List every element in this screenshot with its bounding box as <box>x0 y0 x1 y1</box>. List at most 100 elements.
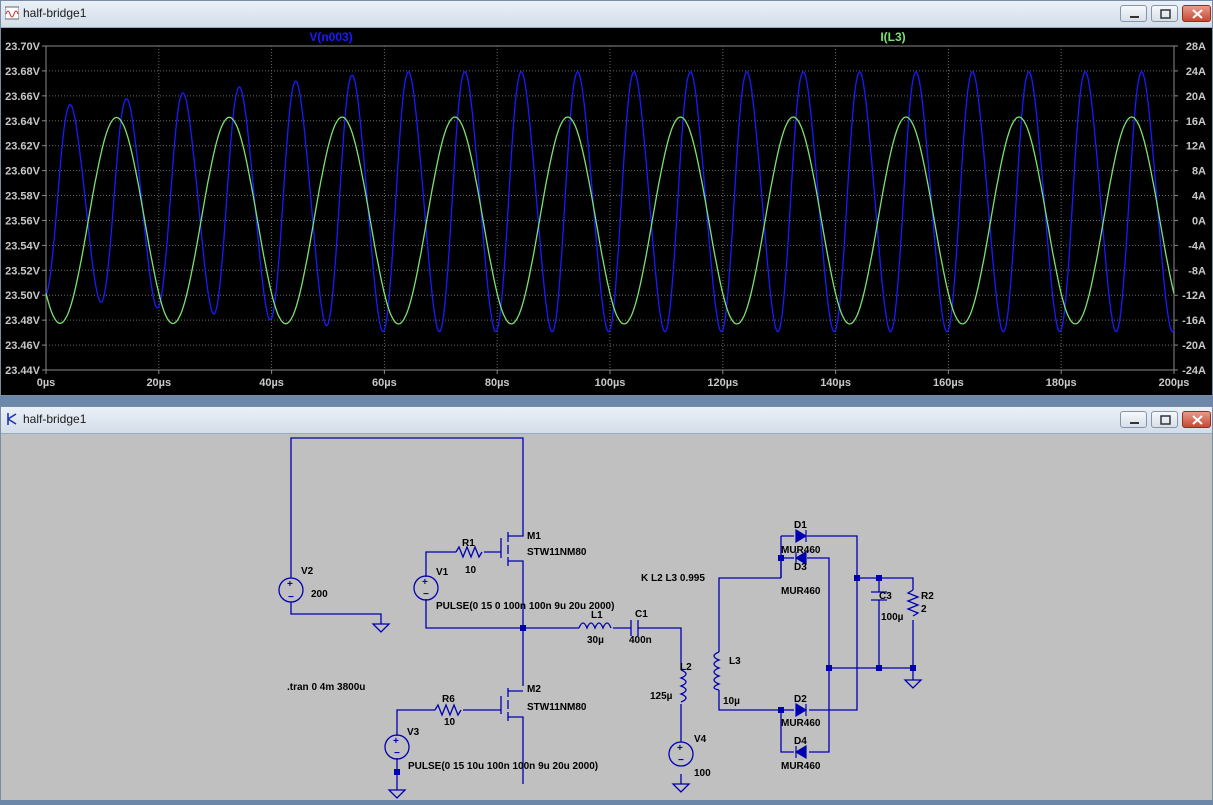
label-d3-ref: D3 <box>794 562 807 573</box>
voltage-source-icon <box>278 577 304 603</box>
x-tick-label: 120µs <box>707 377 738 389</box>
label-v1-value: PULSE(0 15 0 100n 100n 9u 20u 2000) <box>436 601 614 612</box>
wire[interactable] <box>718 577 781 652</box>
capacitor-icon <box>630 620 639 636</box>
series-line-v-n003-[interactable] <box>45 71 1175 333</box>
minimize-icon <box>1130 16 1139 18</box>
resistor-icon <box>455 545 483 559</box>
y-left-tick-label: 23.54V <box>5 240 41 252</box>
inductor-icon <box>578 622 612 630</box>
junction-dot <box>778 555 784 561</box>
restore-button[interactable] <box>1151 5 1178 22</box>
label-l2-ref: L2 <box>680 662 692 673</box>
series-line-i-l3-[interactable] <box>45 116 1175 325</box>
label-v3-value: PULSE(0 15 10u 100n 100n 9u 20u 2000) <box>408 761 598 772</box>
svg-text:−: − <box>423 589 429 600</box>
waveform-window[interactable]: half-bridge1 23.70V 28A 23.68V 24A 23.66V 20A… <box>0 0 1213 396</box>
window-gap <box>0 396 1213 406</box>
restore-icon <box>1160 9 1171 19</box>
minimize-button[interactable] <box>1120 411 1147 428</box>
wire[interactable] <box>425 551 456 577</box>
wire[interactable] <box>718 690 781 711</box>
restore-icon <box>1160 415 1171 425</box>
series-legend-label[interactable]: I(L3) <box>880 30 905 44</box>
series-legend-label[interactable]: V(n003) <box>309 30 352 44</box>
schematic-window[interactable]: half-bridge1 <box>0 406 1213 800</box>
junction-dot <box>394 769 400 775</box>
label-c1-ref: C1 <box>635 609 648 620</box>
label-m1-ref: M1 <box>527 531 541 542</box>
y-left-tick-label: 23.48V <box>5 315 41 327</box>
wire[interactable] <box>290 602 382 624</box>
junction-dot <box>876 575 882 581</box>
minimize-button[interactable] <box>1120 5 1147 22</box>
svg-text:+: + <box>422 577 428 588</box>
label-d3-value: MUR460 <box>781 586 821 597</box>
svg-text:+: + <box>393 736 399 747</box>
schematic-canvas[interactable]: +− +− +− +− <box>1 434 1212 800</box>
wire[interactable] <box>780 535 858 711</box>
wire[interactable] <box>396 709 435 736</box>
x-tick-label: 100µs <box>595 377 626 389</box>
wire[interactable] <box>829 577 914 680</box>
resistor-icon <box>434 703 462 717</box>
y-right-tick-label: 20A <box>1186 91 1206 103</box>
label-v3-ref: V3 <box>407 727 420 738</box>
x-tick-label: 140µs <box>820 377 851 389</box>
y-left-tick-label: 23.68V <box>5 66 41 78</box>
tran-directive[interactable]: .tran 0 4m 3800u <box>287 682 365 693</box>
label-d4-value: MUR460 <box>781 761 821 772</box>
y-left-tick-label: 23.66V <box>5 91 41 103</box>
y-left-tick-label: 23.62V <box>5 141 41 153</box>
wire[interactable] <box>500 628 524 784</box>
label-v1-ref: V1 <box>436 567 449 578</box>
y-left-tick-label: 23.64V <box>5 116 41 128</box>
x-tick-label: 180µs <box>1046 377 1077 389</box>
y-right-tick-label: -4A <box>1188 240 1206 252</box>
y-left-tick-label: 23.58V <box>5 191 41 203</box>
restore-button[interactable] <box>1151 411 1178 428</box>
label-r6-ref: R6 <box>442 694 455 705</box>
y-right-tick-label: 4A <box>1192 191 1206 203</box>
voltage-source-icon <box>413 575 439 601</box>
schematic-drawing[interactable]: +− +− +− +− <box>1 434 1212 800</box>
y-right-tick-label: 28A <box>1186 41 1206 53</box>
capacitor-icon <box>871 591 887 601</box>
wire[interactable] <box>500 509 524 628</box>
junction-dot <box>854 575 860 581</box>
label-m2-ref: M2 <box>527 684 541 695</box>
label-l3-ref: L3 <box>729 656 741 667</box>
schematic-titlebar[interactable]: half-bridge1 <box>1 407 1212 434</box>
wire[interactable] <box>425 599 523 629</box>
y-right-tick-label: -20A <box>1182 340 1206 352</box>
waveform-titlebar[interactable]: half-bridge1 <box>1 1 1212 28</box>
waveform-icon <box>5 6 19 20</box>
close-icon <box>1192 9 1203 19</box>
y-left-tick-label: 23.70V <box>5 41 41 53</box>
label-d2-ref: D2 <box>794 694 807 705</box>
schematic-window-title: half-bridge1 <box>23 412 87 426</box>
wire[interactable] <box>290 437 524 578</box>
label-d1-value: MUR460 <box>781 545 821 556</box>
y-right-tick-label: 24A <box>1186 66 1206 78</box>
close-button[interactable] <box>1182 5 1211 22</box>
label-c3-ref: C3 <box>879 591 892 602</box>
label-v2-value: 200 <box>311 589 328 600</box>
inductor-icon <box>679 669 687 703</box>
label-r2-value: 2 <box>921 604 927 615</box>
schematic-icon <box>7 413 17 425</box>
label-c3-value: 100µ <box>881 612 904 623</box>
y-left-tick-label: 23.56V <box>5 215 41 227</box>
close-button[interactable] <box>1182 411 1211 428</box>
wire[interactable] <box>613 627 682 670</box>
svg-text:−: − <box>678 755 684 766</box>
coupling-directive[interactable]: K L2 L3 0.995 <box>641 573 705 584</box>
label-l2-value: 125µ <box>650 691 673 702</box>
junction-dot <box>910 665 916 671</box>
label-d4-ref: D4 <box>794 736 807 747</box>
y-left-tick-label: 23.52V <box>5 265 41 277</box>
voltage-source-icon <box>668 741 694 767</box>
diode-icon <box>795 702 808 718</box>
